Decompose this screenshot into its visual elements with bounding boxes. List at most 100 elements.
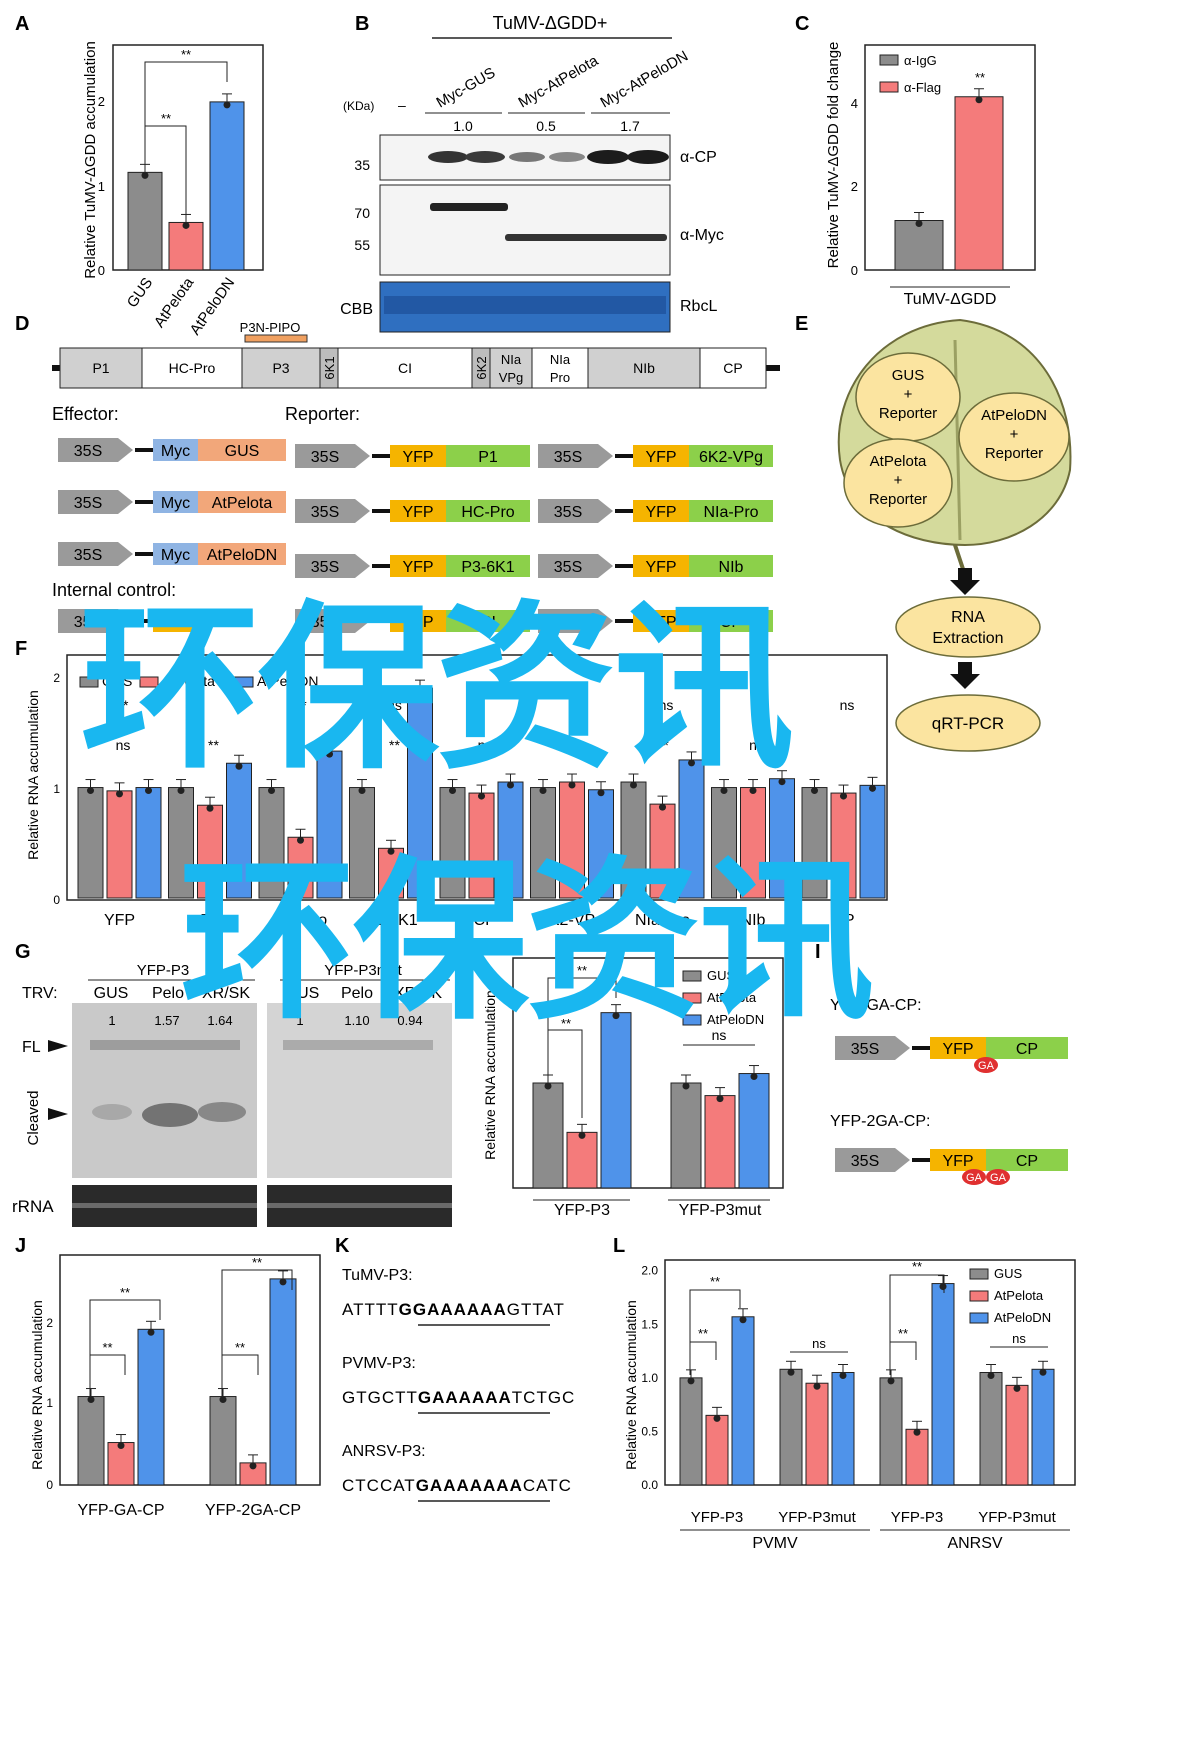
reporter-gene-label: NIa-Pro [703,504,758,521]
reporter-gene-label: 6K2-VPg [699,449,763,466]
panel-g-value-3: 1 [296,1013,303,1028]
yfp-tag-label: YFP [402,449,433,466]
barsF-category: P3-6K1 [364,912,417,929]
linker [912,1046,930,1050]
promoter-label: 35S [74,443,102,460]
linker [372,454,390,458]
band [509,152,545,162]
barsF-bar [649,803,676,899]
yfp-tag-label: YFP [645,449,676,466]
promoter-arrow [58,609,133,633]
data-point [939,1283,947,1291]
effector-gene [198,439,286,461]
barsF-bar [620,781,647,899]
band [549,152,585,162]
panel-l-yticks: 0.00.51.01.52.0 [641,1264,658,1492]
promoter-label: 35S [311,559,339,576]
panel-b-ratio-0: 1.0 [453,118,473,134]
panel-j-sig: ** [102,1340,112,1355]
band-gap [72,1203,257,1208]
barsL-category: YFP-P3mut [778,1509,856,1526]
panel-b-kda: (KDa) [343,99,374,113]
panel-a-ytick-1: 1 [98,179,105,194]
data-point [720,787,728,795]
barsJ-bar [209,1396,237,1486]
band [627,150,669,164]
oval-atpelota [843,438,953,528]
genome-segment-label: CP [723,360,742,376]
reporter-gene [446,500,530,522]
ga-motif [974,1057,998,1073]
data-point [750,1073,758,1081]
data-point [177,787,185,795]
panel-b-dash: – [398,97,406,113]
panel-l-ytick: 1.0 [641,1371,658,1385]
linker [615,509,633,513]
sequence-name: ANRSV-P3: [342,1443,426,1460]
promoter-arrow [538,444,613,468]
yfp-tag-label: YFP [402,504,433,521]
band [90,1040,240,1050]
panel-f-sig: ns [749,737,764,753]
panel-g-trv: TRV: [22,985,58,1002]
promoter-label: 35S [74,495,102,512]
barsF-bar [407,687,433,899]
panel-b-header: TuMV-ΔGDD+ [493,13,608,33]
data-point [887,1377,895,1385]
barsF-category: HC-Pro [274,912,327,929]
sequence-flank: CATC [523,1476,572,1495]
panel-g-lane-5: XR/SK [394,985,442,1002]
barsH-bar [532,1082,564,1189]
data-point [117,1442,125,1450]
panel-f-sig: ns [387,697,402,713]
panel-c-xlabel: TuMV-ΔGDD [904,291,997,308]
panel-f-ytick-0: 0 [53,893,60,907]
panel-k: K TuMV-P3:ATTTTGGAAAAAAGTTATPVMV-P3:GTGC… [335,1235,575,1502]
promoter-arrow [295,444,370,468]
promoter-arrow [295,499,370,523]
yfp-tag [390,500,446,522]
oval-atpelodn [958,392,1070,482]
panel-b-mw-70: 70 [354,205,370,221]
promoter-arrow [295,609,370,633]
barsL-bar [879,1377,903,1486]
barsF-bar [106,790,133,899]
sequence: ATTTTGGAAAAAAGTTAT [342,1300,565,1319]
band [465,151,505,163]
band [142,1103,198,1127]
panel-f-sig: ns [116,737,131,753]
data-point [182,221,190,229]
barsJ-category: YFP-GA-CP [77,1502,164,1519]
cp-gene [986,1037,1068,1059]
genome-segment-label: 6K1 [322,356,337,379]
data-point [682,1082,690,1090]
barsL-bar [905,1428,929,1486]
genome-segment [531,347,589,389]
data-point [416,687,424,695]
panel-j-ytick-1: 1 [46,1396,53,1410]
reporter-gene [689,445,773,467]
panel-f-sig: * [663,737,669,753]
data-point [279,1278,287,1286]
data-point [544,1082,552,1090]
legend-swatch [682,970,702,982]
promoter-arrow [58,542,133,566]
data-point [839,1372,847,1379]
panel-a-bars [127,93,245,271]
panel-l-sig: ns [812,1336,826,1351]
yfp-tag [390,555,446,577]
promoter-arrow [295,554,370,578]
genome-segment-label: NIa [501,352,522,367]
step-qrt-pcr-label: qRT-PCR [932,714,1004,733]
sig-bracket [89,1299,161,1400]
data-point [975,96,983,104]
panel-j: J Relative RNA accumulation 0 1 2 YFP-GA… [15,1235,321,1519]
data-point [578,1131,586,1139]
panel-f-sig: ns [478,737,493,753]
sequence: GTGCTTGAAAAAATCTGC [342,1388,575,1407]
panel-i-construct-0: YFP-GA-CP: [830,997,922,1014]
reporter-gene-label: CP [720,614,742,631]
barsL-category: YFP-P3 [691,1509,744,1526]
